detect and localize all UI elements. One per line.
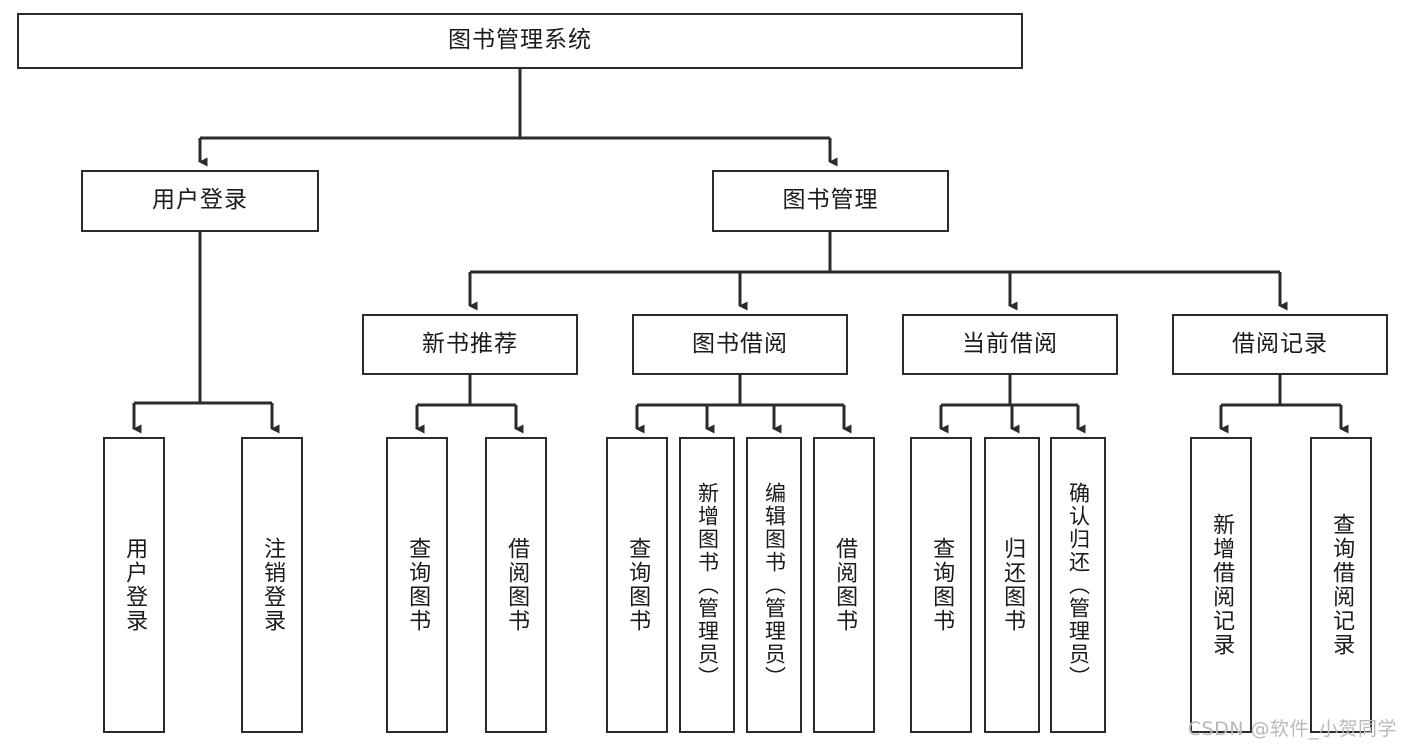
node-borrow-records-label: 借阅记录 xyxy=(1232,330,1328,357)
node-new-book-recommend[interactable]: 新书推荐 xyxy=(362,314,578,375)
leaf-edit-book-admin-label: 编辑图书（管理员） xyxy=(762,481,787,689)
leaf-add-book-admin-label: 新增图书（管理员） xyxy=(695,481,720,689)
leaf-confirm-return-admin-label: 确认归还（管理员） xyxy=(1066,481,1091,689)
leaf-logout[interactable]: 注销登录 xyxy=(241,437,303,733)
leaf-user-login-label: 用户登录 xyxy=(122,537,148,633)
leaf-query-book-current-label: 查询图书 xyxy=(929,537,955,633)
leaf-query-book-newbook-label: 查询图书 xyxy=(405,537,431,633)
node-book-borrow[interactable]: 图书借阅 xyxy=(632,314,848,375)
leaf-edit-book-admin[interactable]: 编辑图书（管理员） xyxy=(746,437,802,733)
node-borrow-records[interactable]: 借阅记录 xyxy=(1172,314,1388,375)
node-book-borrow-label: 图书借阅 xyxy=(692,330,788,357)
leaf-query-book-borrow[interactable]: 查询图书 xyxy=(606,437,668,733)
node-user-login[interactable]: 用户登录 xyxy=(81,170,319,232)
leaf-query-book-borrow-label: 查询图书 xyxy=(625,537,651,633)
leaf-borrow-book-label: 借阅图书 xyxy=(832,537,858,633)
leaf-user-login[interactable]: 用户登录 xyxy=(103,437,165,733)
leaf-query-borrow-record-label: 查询借阅记录 xyxy=(1329,513,1355,657)
leaf-add-book-admin[interactable]: 新增图书（管理员） xyxy=(679,437,735,733)
leaf-logout-label: 注销登录 xyxy=(260,537,286,633)
leaf-return-book[interactable]: 归还图书 xyxy=(984,437,1040,733)
leaf-return-book-label: 归还图书 xyxy=(1000,537,1026,633)
leaf-query-borrow-record[interactable]: 查询借阅记录 xyxy=(1310,437,1372,733)
leaf-add-borrow-record-label: 新增借阅记录 xyxy=(1209,513,1235,657)
node-book-management[interactable]: 图书管理 xyxy=(712,170,949,232)
node-root[interactable]: 图书管理系统 xyxy=(17,13,1023,69)
leaf-query-book-newbook[interactable]: 查询图书 xyxy=(386,437,448,733)
leaf-query-book-current[interactable]: 查询图书 xyxy=(910,437,972,733)
leaf-add-borrow-record[interactable]: 新增借阅记录 xyxy=(1190,437,1252,733)
node-new-book-recommend-label: 新书推荐 xyxy=(422,330,518,357)
node-book-management-label: 图书管理 xyxy=(782,187,879,214)
leaf-confirm-return-admin[interactable]: 确认归还（管理员） xyxy=(1050,437,1106,733)
node-current-borrow-label: 当前借阅 xyxy=(962,330,1058,357)
leaf-borrow-book-newbook[interactable]: 借阅图书 xyxy=(485,437,547,733)
node-root-label: 图书管理系统 xyxy=(448,27,592,54)
node-current-borrow[interactable]: 当前借阅 xyxy=(902,314,1118,375)
node-user-login-label: 用户登录 xyxy=(152,187,248,214)
leaf-borrow-book[interactable]: 借阅图书 xyxy=(813,437,875,733)
leaf-borrow-book-newbook-label: 借阅图书 xyxy=(504,537,530,633)
